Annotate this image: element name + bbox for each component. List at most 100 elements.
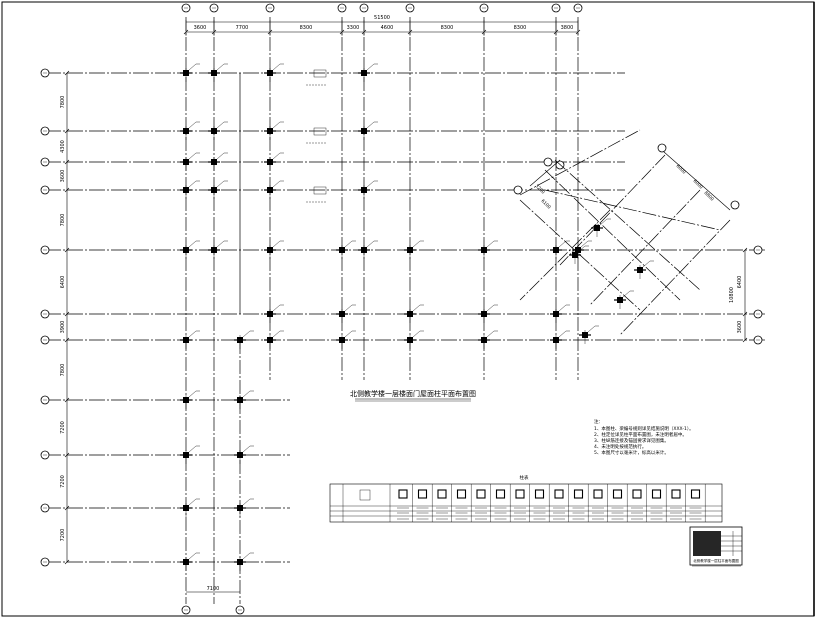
schedule-section bbox=[573, 489, 584, 499]
dim-text-left: 7200 bbox=[60, 421, 66, 434]
schedule-section bbox=[476, 489, 486, 499]
column-marker bbox=[234, 445, 254, 464]
dim-tick bbox=[64, 452, 70, 458]
column-marker bbox=[264, 121, 284, 140]
column-marker bbox=[358, 240, 378, 259]
column-marker bbox=[634, 260, 654, 279]
schedule-title: 柱表 bbox=[520, 474, 529, 481]
diag-grid-line bbox=[519, 199, 641, 311]
dim-text-top: 7700 bbox=[236, 25, 249, 31]
column-marker bbox=[180, 445, 200, 464]
axis-bubbles bbox=[40, 3, 763, 615]
schedule-section bbox=[437, 489, 447, 499]
column-marker bbox=[208, 180, 228, 199]
note-3: 3、柱纵筋连接及锚固要求详见图集。 bbox=[594, 437, 669, 444]
note-2: 2、柱定位详见柱平面布置图，未注明者居中。 bbox=[594, 431, 687, 438]
column-marker bbox=[569, 245, 589, 264]
column-marker bbox=[358, 180, 378, 199]
column-marker bbox=[614, 290, 634, 309]
title-block-caption: 北侧教学楼一层柱平面布置图 bbox=[693, 558, 739, 563]
dim-text-right: 3600 bbox=[737, 321, 743, 334]
note-5: 5、本图尺寸以毫米计，标高以米计。 bbox=[594, 449, 669, 456]
drawing-title: 北侧教学楼一层楼面门屋面柱平面布置图 bbox=[350, 389, 476, 398]
column-marker bbox=[336, 330, 356, 349]
schedule-section bbox=[690, 489, 701, 499]
diag-grid-line bbox=[544, 169, 681, 301]
stair-box bbox=[313, 69, 327, 78]
column-marker bbox=[550, 304, 570, 323]
column-schedule-table bbox=[329, 483, 723, 523]
column-marker bbox=[478, 240, 498, 259]
dim-tick bbox=[64, 247, 70, 253]
schedule-section bbox=[495, 489, 506, 499]
dim-tick bbox=[64, 397, 70, 403]
column-marker bbox=[208, 121, 228, 140]
note-4: 4、未注明处按规范执行。 bbox=[594, 443, 646, 450]
stair-box bbox=[313, 127, 327, 136]
column-marker bbox=[264, 180, 284, 199]
general-notes: 注： 1、本图柱、梁编号规则详见结施说明（XXX-1）。 2、柱定位详见柱平面布… bbox=[594, 418, 694, 456]
dim-tick bbox=[742, 247, 748, 253]
dim-text-diag: 6000 bbox=[692, 178, 704, 190]
dim-text-top: 3800 bbox=[561, 25, 574, 31]
diag-grid-line bbox=[559, 154, 666, 266]
dim-tick bbox=[64, 128, 70, 134]
column-marker bbox=[180, 240, 200, 259]
dim-tick bbox=[64, 70, 70, 76]
column-marker bbox=[264, 304, 284, 323]
diag-dim-line bbox=[529, 159, 561, 187]
dim-tick bbox=[64, 159, 70, 165]
column-marker bbox=[208, 240, 228, 259]
column-marker bbox=[264, 240, 284, 259]
dim-tick bbox=[64, 187, 70, 193]
dim-text-left: 7800 bbox=[60, 96, 66, 109]
note-1: 1、本图柱、梁编号规则详见结施说明（XXX-1）。 bbox=[594, 425, 694, 432]
column-marker bbox=[180, 152, 200, 171]
column-marker bbox=[404, 330, 424, 349]
column-marker bbox=[180, 390, 200, 409]
column-marker bbox=[234, 498, 254, 517]
dim-tick bbox=[64, 559, 70, 565]
dim-text-bottom: 7100 bbox=[207, 586, 220, 592]
schedule-section bbox=[359, 489, 371, 501]
axis-bubble-diag bbox=[543, 157, 553, 167]
dim-text-right: 6400 bbox=[737, 276, 743, 289]
column-marker bbox=[180, 552, 200, 571]
title-block: 北侧教学楼一层柱平面布置图 bbox=[689, 526, 743, 567]
schedule-section bbox=[632, 489, 642, 499]
schedule-section bbox=[651, 489, 662, 499]
column-marker bbox=[234, 390, 254, 409]
dim-text-left: 4300 bbox=[60, 140, 66, 153]
column-marker bbox=[404, 304, 424, 323]
schedule-section bbox=[612, 489, 623, 499]
dim-text-left: 7200 bbox=[60, 475, 66, 488]
overall-dimension: 51500 bbox=[374, 15, 390, 21]
dim-text-left: 7800 bbox=[60, 364, 66, 377]
column-marker bbox=[336, 304, 356, 323]
schedule-section bbox=[417, 489, 428, 499]
dim-tick bbox=[64, 337, 70, 343]
dim-tick bbox=[64, 311, 70, 317]
column-marker bbox=[336, 240, 356, 259]
column-marker bbox=[234, 330, 254, 349]
column-marker bbox=[264, 330, 284, 349]
axis-bubble-diag bbox=[513, 185, 523, 195]
diag-grid-line bbox=[619, 219, 731, 336]
column-marker bbox=[478, 330, 498, 349]
schedule-section bbox=[593, 489, 603, 499]
dim-text-diag: 6000 bbox=[675, 163, 687, 175]
column-marker bbox=[478, 304, 498, 323]
column-marker bbox=[180, 63, 200, 82]
column-markers bbox=[180, 63, 654, 571]
dim-text-left: 7800 bbox=[60, 214, 66, 227]
dim-text-top: 8300 bbox=[300, 25, 313, 31]
dim-tick bbox=[742, 311, 748, 317]
column-marker bbox=[579, 325, 599, 344]
column-marker bbox=[358, 63, 378, 82]
diag-grid-line bbox=[544, 189, 721, 231]
column-marker bbox=[264, 63, 284, 82]
column-marker bbox=[234, 552, 254, 571]
schedule-section bbox=[671, 489, 681, 499]
diag-grid-line bbox=[589, 189, 701, 306]
